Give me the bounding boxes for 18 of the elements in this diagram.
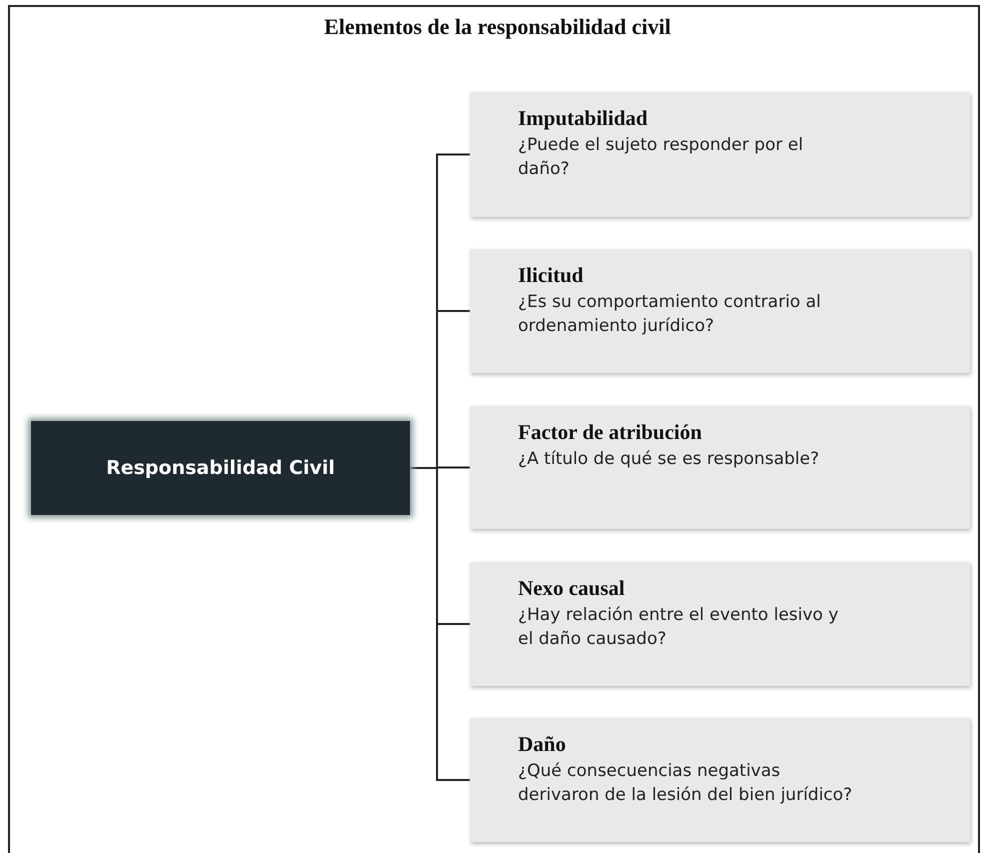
element-card (470, 92, 970, 217)
element-card (470, 406, 970, 529)
card-question: ¿Qué consecuencias negativas derivaron de la lesión del bien jurídico? (518, 760, 854, 807)
card-heading: Nexo causal (518, 576, 625, 601)
element-card (470, 249, 970, 373)
card-heading: Ilicitud (518, 263, 584, 288)
element-card (470, 562, 970, 686)
card-question: ¿Es su comportamiento contrario al ordenamiento jurídico? (518, 291, 822, 338)
card-question: ¿Puede el sujeto responder por el daño? (518, 134, 804, 181)
root-box: Responsabilidad Civil (31, 421, 410, 515)
card-heading: Daño (518, 732, 566, 757)
card-heading: Factor de atribución (518, 420, 702, 445)
element-card (470, 718, 970, 842)
connector-line (410, 467, 470, 781)
card-question: ¿A título de qué se es responsable? (518, 448, 820, 471)
card-heading: Imputabilidad (518, 106, 648, 131)
diagram-title: Elementos de la responsabilidad civil (323, 14, 672, 40)
card-question: ¿Hay relación entre el evento lesivo y el daño causado? (518, 604, 840, 651)
